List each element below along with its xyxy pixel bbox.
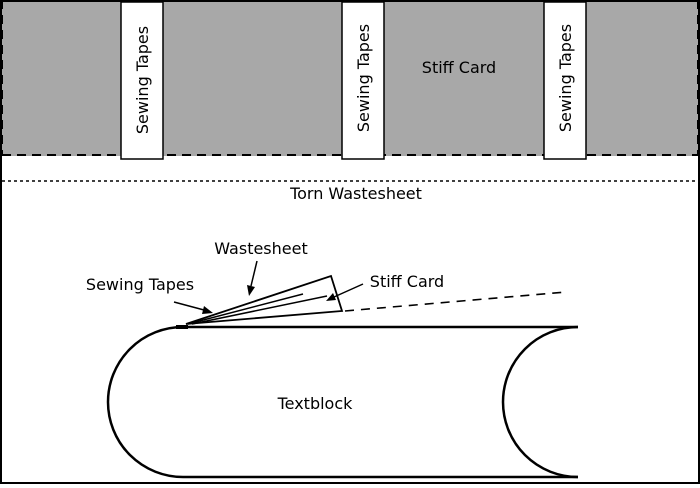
sewing-tape-2: Sewing Tapes [341,1,385,160]
stiff-card-label: Stiff Card [422,58,496,77]
textblock-outline [106,325,578,479]
sewing-tape-3-label: Sewing Tapes [556,24,575,132]
sewing-tape-2-label: Sewing Tapes [354,24,373,132]
sewing-tape-1-label: Sewing Tapes [133,26,152,134]
stiff-card-callout-label: Stiff Card [370,272,444,291]
sewing-tape-1-strip [120,1,164,160]
wastesheet-arrowhead [247,285,255,296]
textblock-label: Textblock [277,394,354,413]
stiff-card-panel: Sewing Tapes Sewing Tapes Sewing Tapes S… [1,0,699,160]
textblock-fore-edge [501,325,579,479]
sewing-tapes-label: Sewing Tapes [86,275,194,294]
sewing-tapes-arrowhead [202,306,213,314]
sewing-tape-1: Sewing Tapes [120,1,164,160]
stiff-card-pointer [333,283,364,298]
wastesheet-label: Wastesheet [214,239,308,258]
textblock-assembly: Textblock Wastesheet Sewing Tapes Stiff … [86,239,579,479]
stiff-card-arrowhead [326,293,336,301]
sewing-tape-2-strip [341,1,385,160]
torn-wastesheet: Torn Wastesheet [2,180,698,203]
sewing-tape-3: Sewing Tapes [543,1,587,160]
wastesheet-pointer [250,260,258,287]
stiff-card-line [191,295,328,325]
sewing-tapes-pointer [173,301,205,311]
wastesheet-flap [185,274,344,325]
torn-wastesheet-label: Torn Wastesheet [289,184,422,203]
stiff-card-extension [344,291,567,312]
sewing-tapes-line [187,293,304,325]
